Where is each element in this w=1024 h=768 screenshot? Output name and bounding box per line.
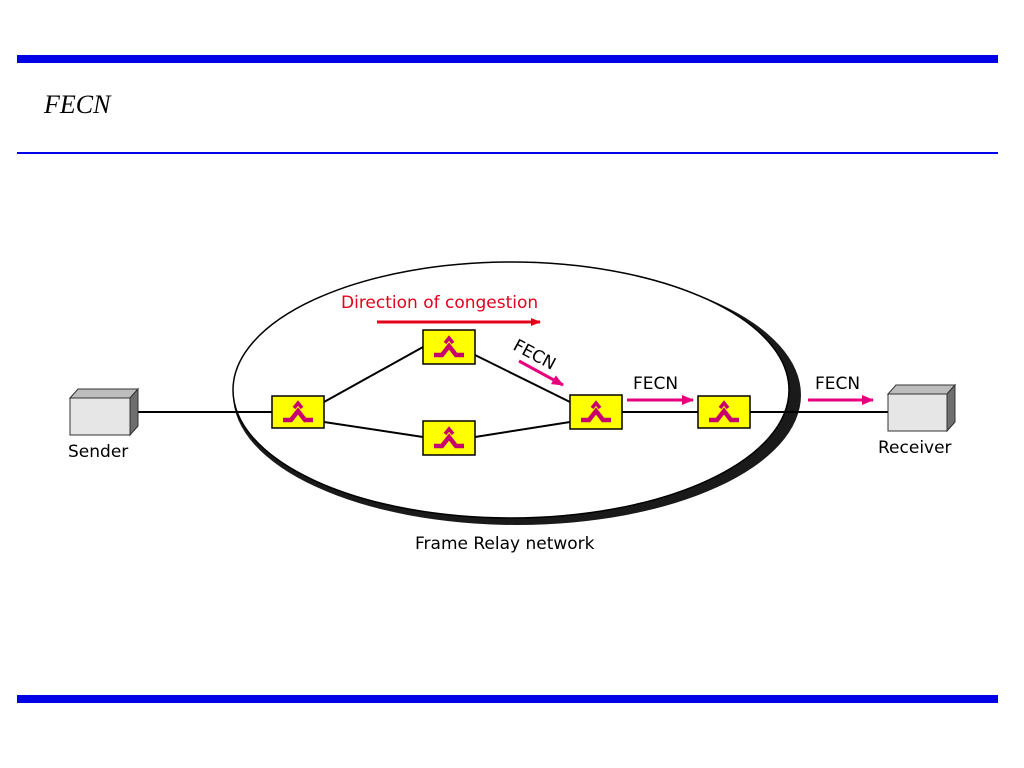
congestion-label: Direction of congestion <box>341 293 538 313</box>
fecn-label: FECN <box>633 374 678 394</box>
network-label: Frame Relay network <box>415 534 595 554</box>
receiver-device: Receiver <box>878 383 957 458</box>
terminal-box-icon <box>886 383 957 433</box>
frame-relay-switch-icon <box>422 420 476 456</box>
fecn-annotation-mid: FECN <box>627 374 694 405</box>
link-switch1-switch-bottom <box>323 421 424 438</box>
frame-relay-switch-icon <box>271 395 325 429</box>
bottom-rule-thick <box>17 695 998 703</box>
links <box>136 346 888 438</box>
network-cloud <box>232 261 801 525</box>
fecn-label: FECN <box>815 374 860 394</box>
frame-relay-switch-icon <box>569 394 623 430</box>
switch-3 <box>569 394 623 430</box>
switch-top <box>422 329 476 365</box>
page-title: FECN <box>44 90 111 119</box>
frame-relay-switch-icon <box>422 329 476 365</box>
terminal-box-icon <box>68 387 140 437</box>
top-rule-thin <box>17 152 998 154</box>
sender-device: Sender <box>68 387 140 462</box>
switch-bottom <box>422 420 476 456</box>
switch-4 <box>697 395 751 429</box>
link-switch-bottom-switch3 <box>474 421 571 438</box>
fecn-arrow <box>518 359 564 387</box>
congestion-annotation: Direction of congestion <box>341 293 541 326</box>
link-switch-top-switch3 <box>474 354 571 403</box>
frame-relay-switch-icon <box>697 395 751 429</box>
top-rule-thick <box>17 55 998 63</box>
receiver-label: Receiver <box>878 438 952 458</box>
fecn-annotation-receiver: FECN <box>808 374 874 405</box>
link-switch1-switch-top <box>323 346 424 403</box>
sender-label: Sender <box>68 442 128 462</box>
switch-1 <box>271 395 325 429</box>
